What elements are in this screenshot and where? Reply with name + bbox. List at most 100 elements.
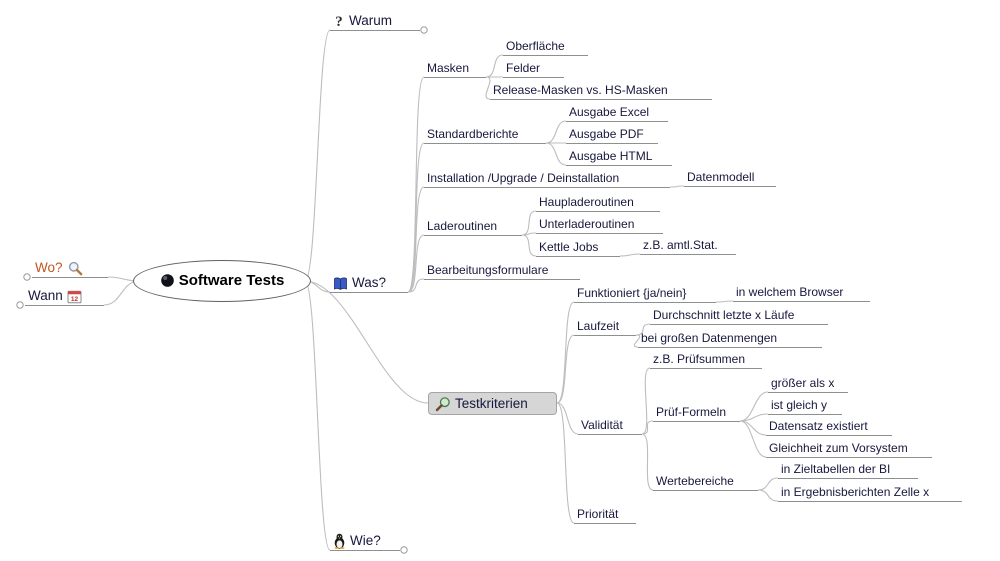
- branch-edge: [407, 76, 425, 293]
- branch-edge: [619, 253, 641, 257]
- node-label: Warum: [349, 13, 392, 29]
- node-label: Ausgabe HTML: [569, 149, 653, 164]
- branch-edge: [641, 420, 654, 435]
- svg-text:12: 12: [71, 296, 79, 303]
- branch-edge: [521, 234, 537, 257]
- node-pruefformeln[interactable]: Prüf-Formeln: [653, 404, 740, 422]
- node-groesser[interactable]: größer als x: [768, 375, 848, 393]
- node-datenmengen[interactable]: bei großen Datenmengen: [638, 330, 822, 348]
- node-label: Kettle Jobs: [539, 240, 599, 255]
- node-wo[interactable]: Wo?: [32, 258, 108, 278]
- node-gleich[interactable]: ist gleich y: [768, 397, 842, 415]
- collapse-marker[interactable]: [420, 26, 428, 34]
- branch-edge: [407, 234, 425, 293]
- node-label: z.B. Prüfsummen: [653, 352, 746, 367]
- node-laufzeit[interactable]: Laufzeit: [574, 318, 636, 336]
- node-label: bei großen Datenmengen: [641, 331, 778, 346]
- node-label: Laderoutinen: [427, 219, 498, 234]
- branch-edge: [757, 477, 779, 491]
- branch-edge: [304, 280, 331, 551]
- node-testkriterien[interactable]: Testkriterien: [428, 392, 557, 415]
- node-felder[interactable]: Felder: [503, 60, 564, 78]
- node-browser[interactable]: in welchem Browser: [733, 284, 870, 302]
- node-label: Was?: [352, 275, 387, 291]
- node-label: Standardberichte: [427, 127, 519, 142]
- branch-edge: [545, 120, 567, 144]
- branch-edge: [633, 334, 641, 348]
- node-ergebnis[interactable]: in Ergebnisberichten Zelle x: [778, 484, 962, 502]
- collapse-marker[interactable]: [400, 546, 408, 554]
- node-label: Ausgabe Excel: [569, 105, 650, 120]
- node-durchschnitt[interactable]: Durchschnitt letzte x Läufe: [650, 307, 828, 325]
- node-kettle[interactable]: Kettle Jobs: [536, 239, 620, 257]
- calendar-icon: 12: [67, 290, 82, 304]
- node-zieltabellen[interactable]: in Zieltabellen der BI: [778, 461, 918, 479]
- node-wann[interactable]: Wann 12: [25, 286, 104, 306]
- node-oberflaeche[interactable]: Oberfläche: [503, 38, 588, 56]
- branch-edge: [556, 301, 575, 404]
- node-label: Laufzeit: [577, 319, 620, 334]
- node-warum[interactable]: ? Warum: [330, 11, 420, 31]
- node-label: Release-Masken vs. HS-Masken: [493, 83, 668, 98]
- branch-edge: [521, 210, 537, 236]
- book-icon: [334, 277, 347, 290]
- branch-edge: [485, 76, 491, 100]
- node-excel[interactable]: Ausgabe Excel: [566, 104, 668, 122]
- node-label: Bearbeitungsformulare: [427, 263, 549, 278]
- node-label: Haupladeroutinen: [539, 195, 634, 210]
- node-prioritaet[interactable]: Priorität: [574, 506, 636, 524]
- node-unterlader[interactable]: Unterladeroutinen: [536, 216, 663, 234]
- node-label: Testkriterien: [455, 395, 528, 411]
- sphere-icon: [160, 274, 174, 287]
- branch-edge: [757, 489, 779, 502]
- node-label: z.B. amtl.Stat.: [643, 238, 718, 253]
- node-label: in Ergebnisberichten Zelle x: [781, 485, 930, 500]
- node-validitaet[interactable]: Validität: [578, 417, 642, 435]
- branch-edge: [715, 300, 734, 303]
- branch-edge: [556, 334, 575, 404]
- node-was[interactable]: Was?: [330, 273, 408, 293]
- search-icon: [68, 261, 82, 276]
- branch-edge: [556, 402, 575, 524]
- node-label: Oberfläche: [506, 39, 565, 54]
- node-label: Wann: [28, 288, 63, 304]
- branch-edge: [739, 420, 767, 458]
- node-label: Gleichheit zum Vorsystem: [769, 441, 908, 456]
- node-html[interactable]: Ausgabe HTML: [566, 148, 672, 166]
- node-gleichheit[interactable]: Gleichheit zum Vorsystem: [766, 440, 932, 458]
- node-datenmodell[interactable]: Datenmodell: [684, 169, 776, 187]
- node-label: größer als x: [771, 376, 835, 391]
- node-masken[interactable]: Masken: [424, 60, 486, 78]
- node-root[interactable]: Software Tests: [133, 260, 311, 302]
- branch-edge: [641, 433, 654, 491]
- node-zbamtl[interactable]: z.B. amtl.Stat.: [640, 237, 736, 255]
- branch-edge: [739, 391, 769, 422]
- node-installation[interactable]: Installation /Upgrade / Deinstallation: [424, 170, 670, 188]
- node-release[interactable]: Release-Masken vs. HS-Masken: [490, 82, 712, 100]
- node-datensatz[interactable]: Datensatz existiert: [766, 418, 892, 436]
- collapse-marker[interactable]: [23, 273, 31, 281]
- node-wertebereiche[interactable]: Wertebereiche: [653, 473, 758, 491]
- branch-edge: [407, 278, 425, 293]
- branch-edge: [485, 54, 504, 78]
- node-pdf[interactable]: Ausgabe PDF: [566, 126, 658, 144]
- node-label: Wie?: [350, 533, 381, 549]
- collapse-marker[interactable]: [16, 301, 24, 309]
- svg-text:?: ?: [335, 14, 343, 29]
- node-wie[interactable]: Wie?: [330, 531, 400, 551]
- node-label: in welchem Browser: [736, 285, 844, 300]
- branch-edge: [407, 186, 425, 293]
- branch-edge: [556, 402, 579, 435]
- node-pruefsummen[interactable]: z.B. Prüfsummen: [650, 351, 762, 369]
- node-hauptlader[interactable]: Haupladeroutinen: [536, 194, 660, 212]
- node-label: in Zieltabellen der BI: [781, 462, 891, 477]
- node-label: Funktioniert {ja/nein}: [577, 286, 687, 301]
- node-laderoutinen[interactable]: Laderoutinen: [424, 218, 522, 236]
- branch-edge: [545, 142, 567, 166]
- node-standardberichte[interactable]: Standardberichte: [424, 126, 546, 144]
- node-label: Wo?: [35, 260, 63, 276]
- branch-edge: [304, 280, 429, 404]
- node-bearbeitung[interactable]: Bearbeitungsformulare: [424, 262, 580, 280]
- node-funktioniert[interactable]: Funktioniert {ja/nein}: [574, 285, 716, 303]
